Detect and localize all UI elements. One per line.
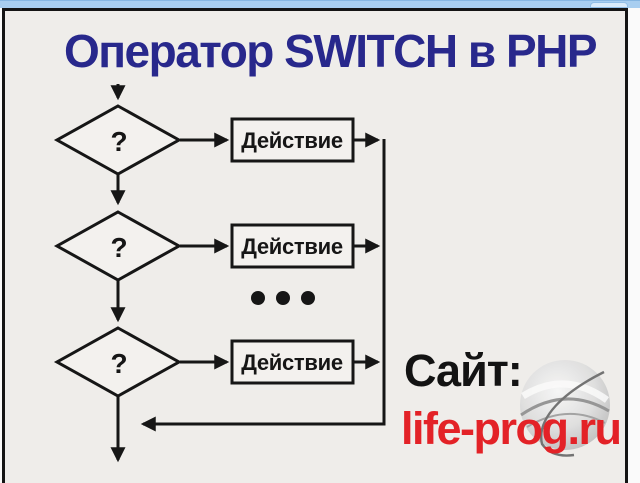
action-label: Действие — [241, 350, 343, 375]
window-control-button[interactable] — [590, 2, 628, 8]
action-box — [230, 223, 355, 269]
action-label: Действие — [241, 128, 343, 153]
globe-arc — [520, 397, 610, 417]
collector-return-arrow — [140, 139, 386, 432]
site-caption: Сайт: — [404, 345, 523, 396]
action-label: Действие — [241, 234, 343, 259]
ellipsis — [251, 291, 315, 305]
globe-watermark-logo — [520, 360, 610, 457]
decision-label: ? — [110, 126, 127, 157]
slide-title: Оператор SWITCH в PHP — [63, 25, 598, 77]
action-1: Действие — [230, 117, 355, 163]
action-box — [230, 117, 355, 163]
ellipsis-dot — [276, 291, 290, 305]
action-3: Действие — [230, 339, 355, 385]
decision-1: ? — [53, 104, 183, 176]
decision-label: ? — [110, 348, 127, 379]
window-titlebar — [0, 0, 640, 8]
action-2: Действие — [230, 223, 355, 269]
globe-light-band — [521, 380, 610, 403]
action-box — [230, 339, 355, 385]
decision-label: ? — [110, 232, 127, 263]
ellipsis-dot — [301, 291, 315, 305]
decision-3: ? — [53, 326, 183, 398]
globe-arc — [526, 413, 606, 428]
decision-2: ? — [53, 210, 183, 282]
site-url: life-prog.ru — [401, 403, 622, 454]
globe-swoosh-tail — [539, 370, 605, 457]
ellipsis-dot — [251, 291, 265, 305]
